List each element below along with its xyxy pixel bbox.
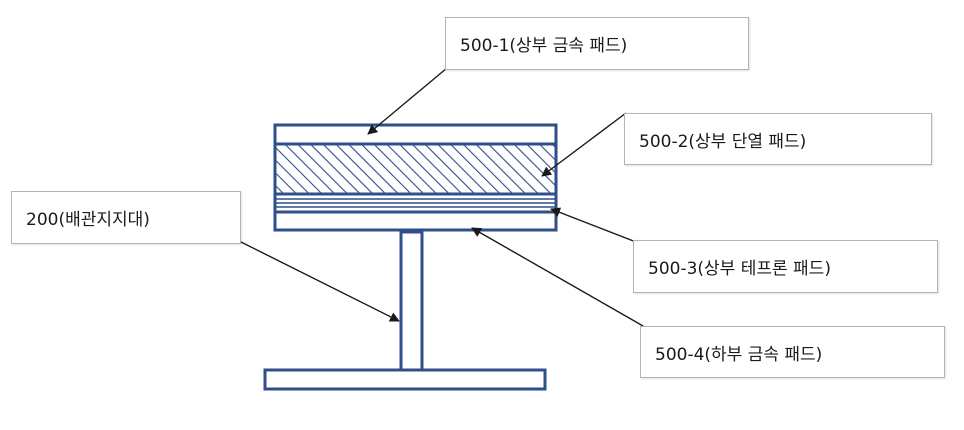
support-web [399,230,424,372]
label-top-metal-pad: 500-1(상부 금속 패드) [445,17,749,70]
label-top-insulation-pad: 500-2(상부 단열 패드) [624,113,932,165]
arrow-top-teflon-pad [550,207,637,243]
label-text-pipe-support: 200(배관지지대) [26,210,150,230]
label-text-top-metal-pad: 500-1(상부 금속 패드) [460,36,628,56]
arrow-pipe-support [238,240,400,322]
label-text-top-teflon-pad: 500-3(상부 테프론 패드) [648,259,831,279]
top-teflon-pad [273,192,558,214]
label-pipe-support: 200(배관지지대) [11,191,241,244]
arrow-bottom-metal-pad [471,227,644,327]
top-metal-pad [273,123,558,146]
label-text-top-insulation-pad: 500-2(상부 단열 패드) [639,131,807,152]
arrow-top-metal-pad [367,67,448,135]
arrow-top-insulation-pad [541,112,627,177]
top-insulation-pad [273,142,558,196]
label-bottom-metal-pad: 500-4(하부 금속 패드) [640,326,945,378]
pipe-support-frame [263,230,547,391]
bottom-metal-pad [273,210,558,232]
support-base-flange [263,368,547,391]
leader-arrows [238,67,644,327]
label-text-bottom-metal-pad: 500-4(하부 금속 패드) [655,344,823,365]
pad-stack [273,123,558,232]
label-top-teflon-pad: 500-3(상부 테프론 패드) [633,240,938,293]
